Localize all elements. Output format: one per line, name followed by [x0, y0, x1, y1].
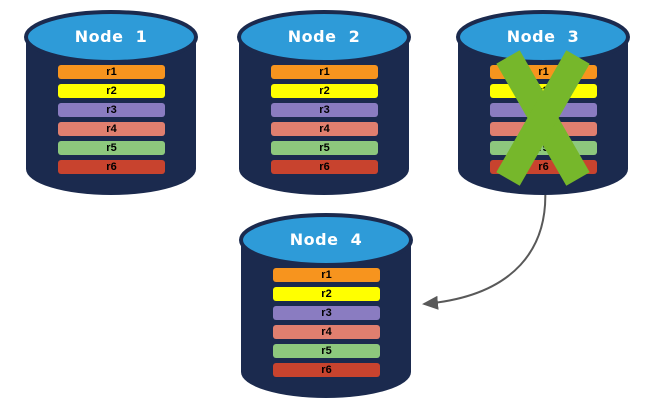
row-label: r5: [538, 142, 549, 154]
row-label: r1: [321, 269, 332, 281]
row-r5: r5: [58, 141, 165, 155]
row-label: r5: [319, 142, 330, 154]
node-title: Node 3: [506, 27, 580, 46]
cylinder-top: [24, 10, 198, 64]
cylinder-top: [239, 213, 413, 267]
node-3: Node 3 r1 r2 r3 r4 r5 r6: [455, 9, 631, 199]
row-r3: r3: [273, 306, 380, 320]
row-r6: r6: [58, 160, 165, 174]
row-label: r6: [538, 161, 549, 173]
node-1: Node 1 r1 r2 r3 r4 r5 r6: [23, 9, 199, 199]
row-r5: r5: [273, 344, 380, 358]
row-label: r2: [319, 85, 330, 97]
x-stroke: [496, 50, 590, 186]
node-4: Node 4 r1 r2 r3 r4 r5 r6: [238, 212, 414, 402]
node-title: Node 1: [74, 27, 148, 46]
row-r6: r6: [273, 363, 380, 377]
row-r4: r4: [273, 325, 380, 339]
row-label: r4: [319, 123, 330, 135]
row-r6: r6: [271, 160, 378, 174]
row-r2: r2: [271, 84, 378, 98]
row-label: r4: [106, 123, 117, 135]
row-label: r4: [321, 326, 332, 338]
row-r3: r3: [58, 103, 165, 117]
row-label: r1: [319, 66, 330, 78]
node-title: Node 4: [289, 230, 363, 249]
row-label: r6: [321, 364, 332, 376]
row-stack: r1 r2 r3 r4 r5 r6: [58, 65, 165, 179]
cylinder-top: [456, 10, 630, 64]
x-mark-icon: [496, 50, 590, 186]
row-label: r1: [538, 66, 549, 78]
row-r1: r1: [58, 65, 165, 79]
row-stack: r1 r2 r3 r4 r5 r6: [273, 268, 380, 382]
row-r4: r4: [58, 122, 165, 136]
row-label: r6: [319, 161, 330, 173]
row-r1: r1: [271, 65, 378, 79]
row-r3: r3: [271, 103, 378, 117]
arrow-curve: [422, 185, 547, 310]
cylinder-top: [237, 10, 411, 64]
node-title: Node 2: [287, 27, 361, 46]
row-label: r2: [106, 85, 117, 97]
row-label: r5: [321, 345, 332, 357]
row-label: r2: [321, 288, 332, 300]
row-r2: r2: [273, 287, 380, 301]
node-2: Node 2 r1 r2 r3 r4 r5 r6: [236, 9, 412, 199]
row-label: r3: [106, 104, 117, 116]
row-r2: r2: [58, 84, 165, 98]
row-r1: r1: [273, 268, 380, 282]
row-label: r6: [106, 161, 117, 173]
row-stack: r1 r2 r3 r4 r5 r6: [271, 65, 378, 179]
row-label: r3: [321, 307, 332, 319]
row-label: r3: [319, 104, 330, 116]
row-r4: r4: [271, 122, 378, 136]
row-label: r5: [106, 142, 117, 154]
row-label: r1: [106, 66, 117, 78]
row-r5: r5: [271, 141, 378, 155]
